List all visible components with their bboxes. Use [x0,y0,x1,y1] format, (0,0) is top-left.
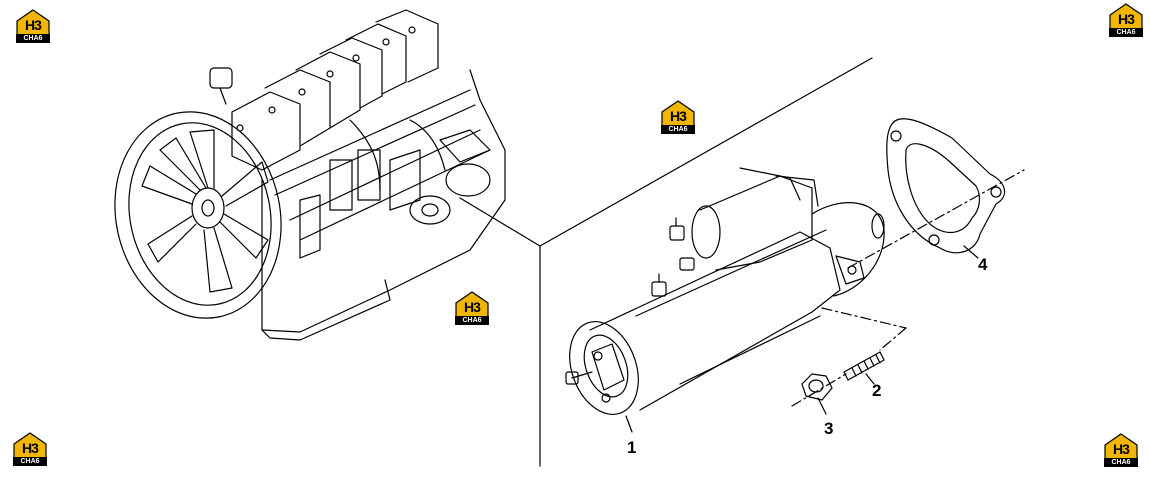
fan-ring-outer [114,111,282,319]
leader-4 [963,245,979,259]
oil-filler-cap [209,67,233,89]
leader-2 [865,373,875,385]
block-details [299,119,491,259]
leader-3 [817,397,827,415]
leader-1 [625,415,633,433]
solenoid-end [691,205,721,259]
brand-logo-bottom-left: H3 CHA6 [11,430,49,468]
callout-4: 4 [978,255,988,274]
brand-logo-center: H3 CHA6 [453,289,491,327]
engine-leader-line [459,197,541,247]
fan-blades [141,129,269,293]
starter-housing [589,231,841,411]
engine-block-outline [261,69,506,333]
fan-hub-center [201,199,215,217]
nut [801,373,833,401]
brand-logo-center-top: H3 CHA6 [659,98,697,136]
brand-logo-bottom-right: H3 CHA6 [1102,431,1140,469]
stud-centerline-a [821,307,907,329]
brand-logo-top-left: H3 CHA6 [14,7,52,45]
terminals [651,217,695,297]
engine-illustration [114,9,541,341]
gasket [886,118,1006,254]
callout-2: 2 [872,381,882,400]
callout-3: 3 [824,419,834,438]
brand-logo-top-right: H3 CHA6 [1107,1,1145,39]
drive-housing [811,202,885,297]
stud [843,351,885,381]
callout-1: 1 [627,438,637,457]
starter-motor [565,167,885,416]
fan-hub [191,187,225,229]
cylinder-covers [231,9,439,171]
fan-ring-inner [128,122,272,306]
axis-centerline [847,169,1025,269]
oil-pan [261,279,391,341]
detail-view-frame [539,57,873,467]
stud-centerline-b [879,327,907,351]
nut-centerline [791,373,847,407]
starter-end-cap [569,320,639,416]
